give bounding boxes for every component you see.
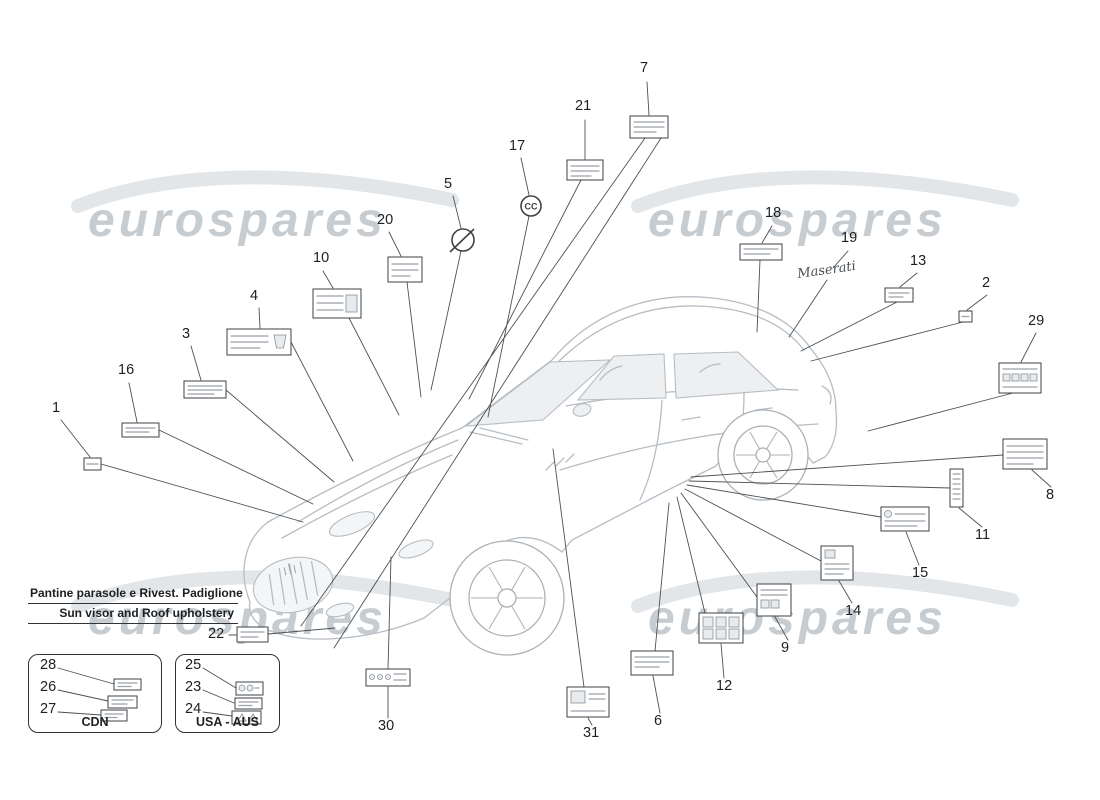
sticker-28 — [113, 678, 142, 691]
front-wheel — [449, 540, 565, 656]
callout-19: 19 — [841, 230, 858, 246]
car-illustration — [243, 296, 838, 656]
sticker-16 — [121, 422, 160, 438]
headlight — [398, 539, 434, 559]
sticker-25 — [235, 681, 264, 696]
sticker-13 — [884, 287, 914, 303]
callout-14: 14 — [845, 603, 862, 619]
callout-22: 22 — [208, 626, 225, 642]
sticker-5-prohibition-mark — [449, 228, 475, 253]
group-box-usa-aus: USA - AUS — [175, 654, 280, 733]
side-mirror — [572, 403, 592, 417]
note-line-italian: Pantine parasole e Rivest. Padiglione — [28, 586, 243, 604]
sticker-27 — [100, 709, 128, 722]
watermark-text: eurospares — [648, 194, 947, 247]
sticker-4 — [226, 328, 292, 356]
callout-7: 7 — [640, 60, 649, 76]
rear-wheel — [717, 409, 809, 501]
sticker-1 — [83, 457, 102, 471]
callout-25: 25 — [185, 657, 202, 673]
callout-29: 29 — [1028, 313, 1045, 329]
sticker-6 — [630, 650, 674, 676]
rear-side-window — [673, 351, 780, 399]
upholstery-note: Pantine parasole e Rivest. Padiglione Su… — [28, 586, 243, 624]
callout-21: 21 — [575, 98, 592, 114]
sticker-19-script-badge: Maserati — [795, 259, 856, 282]
group-label-cdn: CDN — [81, 715, 109, 729]
callout-24: 24 — [185, 701, 202, 717]
sticker-12 — [698, 612, 744, 644]
trident-icon — [283, 563, 297, 576]
cup-icon — [273, 334, 287, 349]
warning-triangle-icon — [248, 713, 258, 722]
sticker-20 — [387, 256, 423, 283]
watermark-text: eurospares — [648, 592, 947, 645]
callout-4: 4 — [250, 288, 259, 304]
watermark-text: eurospares — [88, 194, 387, 247]
sticker-23 — [234, 697, 263, 710]
svg-text:Maserati: Maserati — [795, 259, 856, 282]
watermark-text: eurospares — [88, 592, 387, 645]
sticker-14 — [820, 545, 854, 581]
note-line-english: Sun visor and Roof upholstery — [28, 604, 238, 624]
sticker-2 — [958, 310, 973, 323]
sticker-29 — [998, 362, 1042, 394]
sticker-7 — [629, 115, 669, 139]
callout-26: 26 — [40, 679, 57, 695]
headlight — [328, 511, 376, 537]
callout-2: 2 — [982, 275, 991, 291]
callout-18: 18 — [765, 205, 782, 221]
group-box-cdn: CDN — [28, 654, 162, 733]
svg-text:CC: CC — [525, 202, 538, 212]
callout-1: 1 — [52, 400, 61, 416]
callout-9: 9 — [781, 640, 790, 656]
sticker-24 — [231, 710, 262, 725]
front-side-window — [576, 353, 667, 401]
front-grille — [252, 556, 334, 614]
callout-12: 12 — [716, 678, 733, 694]
sticker-10 — [312, 288, 362, 319]
callout-11: 11 — [975, 527, 991, 543]
sticker-18 — [739, 243, 783, 261]
sticker-15 — [880, 506, 930, 532]
callout-10: 10 — [313, 250, 330, 266]
sticker-8 — [1002, 438, 1048, 470]
callout-13: 13 — [910, 253, 927, 269]
callout-6: 6 — [654, 713, 663, 729]
warning-triangle-icon — [237, 713, 247, 722]
windshield — [464, 359, 612, 427]
callout-5: 5 — [444, 176, 453, 192]
sticker-31 — [566, 686, 610, 718]
callout-3: 3 — [182, 326, 191, 342]
sticker-3 — [183, 380, 227, 399]
sticker-30 — [365, 668, 411, 687]
sticker-9 — [756, 583, 792, 617]
callout-15: 15 — [912, 565, 929, 581]
sticker-17-approval-mark: CC — [520, 195, 542, 217]
callout-20: 20 — [377, 212, 394, 228]
sticker-26 — [107, 695, 138, 709]
sticker-11-barcode — [949, 468, 964, 508]
callout-8: 8 — [1046, 487, 1055, 503]
callout-23: 23 — [185, 679, 202, 695]
watermark-swooshes — [71, 170, 1019, 613]
callout-27: 27 — [40, 701, 57, 717]
callout-31: 31 — [583, 725, 600, 741]
callout-30: 30 — [378, 718, 395, 734]
callout-28: 28 — [40, 657, 57, 673]
callout-17: 17 — [509, 138, 526, 154]
sticker-21 — [566, 159, 604, 181]
group-label-usa-aus: USA - AUS — [196, 715, 259, 729]
foglight — [325, 602, 355, 618]
callout-16: 16 — [118, 362, 135, 378]
leader-lines — [57, 81, 1052, 726]
sticker-22 — [236, 626, 269, 643]
